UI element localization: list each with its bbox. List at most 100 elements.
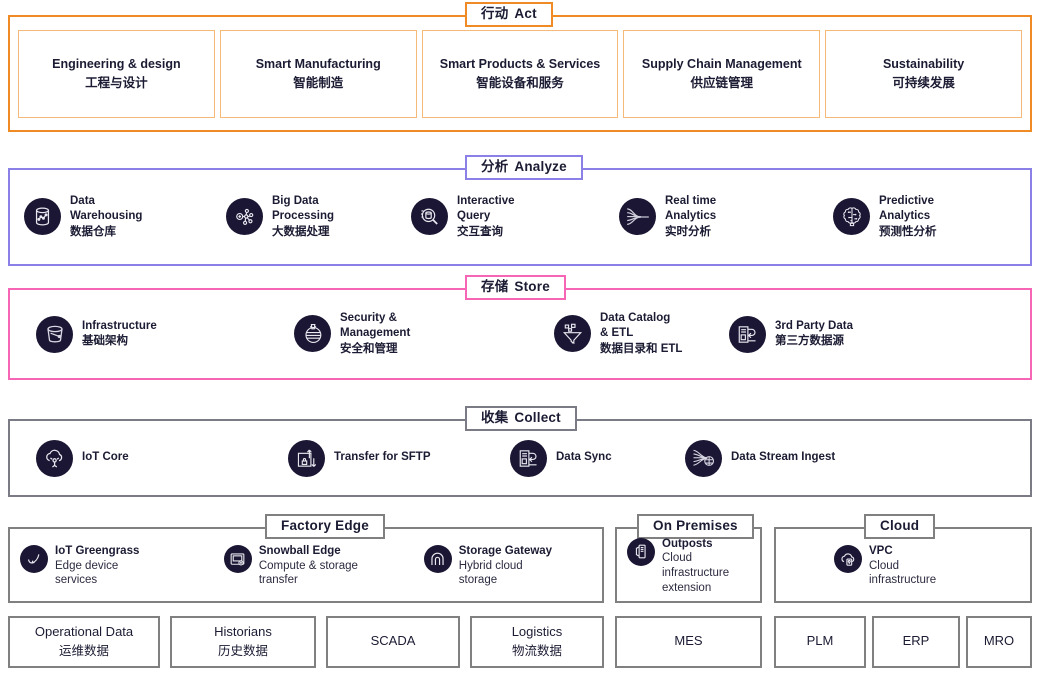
transfer-sftp-icon bbox=[288, 439, 325, 477]
factory-edge-item-list: IoT Greengrass Edge device services Snow… bbox=[10, 529, 602, 601]
iot-core-icon bbox=[36, 439, 73, 477]
real-time-analytics-icon bbox=[619, 198, 656, 236]
source-box-scada[interactable]: SCADA bbox=[326, 616, 460, 668]
source-box-cn: 历史数据 bbox=[217, 644, 268, 659]
source-box-historians[interactable]: Historians 历史数据 bbox=[170, 616, 316, 668]
service-cn: 大数据处理 bbox=[272, 225, 330, 238]
service-third-party-data[interactable]: 3rd Party Data 第三方数据源 bbox=[729, 315, 853, 353]
zone-item-title: Snowball Edge bbox=[258, 545, 341, 558]
analyze-label-cn: 分析 bbox=[481, 159, 509, 174]
service-label: Data Catalog & ETL 数据目录和 ETL bbox=[600, 311, 682, 357]
source-box-en: Logistics bbox=[511, 624, 563, 640]
zone-item-vpc[interactable]: VPC Cloud infrastructure bbox=[834, 542, 936, 588]
collect-service-list: IoT Core Transfer for SFTP bbox=[10, 421, 1030, 495]
act-card[interactable]: Supply Chain Management 供应链管理 bbox=[623, 29, 821, 118]
act-card-en: Smart Products & Services bbox=[439, 56, 601, 71]
source-box-plm[interactable]: PLM bbox=[774, 616, 866, 668]
service-data-catalog-etl[interactable]: Data Catalog & ETL 数据目录和 ETL bbox=[554, 311, 729, 357]
act-card[interactable]: Smart Products & Services 智能设备和服务 bbox=[421, 29, 619, 118]
zone-item-outposts[interactable]: Outposts Cloud infrastructure extension bbox=[627, 535, 729, 595]
data-stream-ingest-icon bbox=[685, 439, 722, 477]
zone-item-desc-line2: infrastructure bbox=[662, 567, 730, 579]
service-label: IoT Core bbox=[82, 450, 129, 465]
store-label-en: Store bbox=[514, 279, 550, 294]
zone-item-text: IoT Greengrass Edge device services bbox=[55, 544, 139, 588]
data-catalog-etl-icon bbox=[554, 315, 591, 353]
zone-item-text: Outposts Cloud infrastructure extension bbox=[662, 537, 729, 595]
service-real-time-analytics[interactable]: Real time Analytics 实时分析 bbox=[619, 194, 833, 240]
service-security-management[interactable]: Security & Management 安全和管理 bbox=[294, 311, 554, 357]
act-label-cn: 行动 bbox=[481, 6, 509, 21]
service-en-line1: 3rd Party Data bbox=[775, 319, 853, 332]
source-box-en: MES bbox=[674, 632, 703, 648]
service-cn: 第三方数据源 bbox=[775, 335, 844, 347]
collect-label-cn: 收集 bbox=[481, 410, 509, 425]
service-infrastructure[interactable]: Infrastructure 基础架构 bbox=[36, 315, 294, 353]
act-card[interactable]: Smart Manufacturing 智能制造 bbox=[219, 29, 417, 118]
big-data-processing-icon bbox=[226, 198, 263, 236]
service-iot-core[interactable]: IoT Core bbox=[36, 439, 288, 477]
service-label: Data Sync bbox=[556, 450, 612, 465]
service-data-warehousing[interactable]: Data Warehousing 数据仓库 bbox=[24, 194, 226, 240]
act-card[interactable]: Sustainability 可持续发展 bbox=[825, 29, 1022, 118]
data-sync-icon bbox=[510, 439, 547, 477]
source-box-en: PLM bbox=[806, 632, 834, 648]
zone-item-desc-line2: infrastructure bbox=[869, 574, 937, 587]
zone-on-premises: On Premises Outposts Cloud infrastructur… bbox=[615, 514, 762, 603]
outposts-icon bbox=[627, 537, 655, 566]
source-box-mro[interactable]: MRO bbox=[966, 616, 1032, 668]
iot-greengrass-icon bbox=[20, 545, 48, 574]
source-box-erp[interactable]: ERP bbox=[872, 616, 960, 668]
analyze-label-en: Analyze bbox=[514, 159, 567, 174]
source-box-logistics[interactable]: Logistics 物流数据 bbox=[470, 616, 604, 668]
zone-item-storage-gateway[interactable]: Storage Gateway Hybrid cloud storage bbox=[423, 542, 592, 588]
act-card-cn: 供应链管理 bbox=[690, 76, 754, 90]
analyze-service-list: Data Warehousing 数据仓库 Big Data Processin… bbox=[10, 170, 1030, 264]
zone-item-iot-greengrass[interactable]: IoT Greengrass Edge device services bbox=[20, 542, 224, 588]
service-en-line2: Analytics bbox=[879, 210, 931, 223]
act-card[interactable]: Engineering & design 工程与设计 bbox=[18, 29, 215, 118]
zone-factory-edge: Factory Edge IoT Greengrass Edge device … bbox=[8, 514, 604, 603]
service-en-line1: Data bbox=[70, 195, 95, 208]
act-card-en: Sustainability bbox=[882, 56, 965, 71]
service-interactive-query[interactable]: Interactive Query 交互查询 bbox=[411, 194, 619, 240]
act-card-en: Engineering & design bbox=[52, 56, 181, 71]
source-box-cn: 运维数据 bbox=[58, 644, 109, 659]
source-box-en: ERP bbox=[902, 632, 930, 648]
analyze-layer: 分析 Analyze Data Warehousing 数据仓库 bbox=[8, 155, 1032, 266]
source-box-mes[interactable]: MES bbox=[615, 616, 762, 668]
bucket-icon bbox=[36, 315, 73, 353]
source-box-en: Historians bbox=[214, 624, 272, 640]
service-cn: 预测性分析 bbox=[879, 225, 937, 238]
zone-cloud: Cloud VPC Cloud infrastructure bbox=[774, 514, 1032, 603]
service-data-stream-ingest[interactable]: Data Stream Ingest bbox=[685, 439, 835, 477]
service-big-data-processing[interactable]: Big Data Processing 大数据处理 bbox=[226, 194, 411, 240]
zone-item-text: Snowball Edge Compute & storage transfer bbox=[259, 544, 358, 588]
service-en-line1: Real time bbox=[665, 195, 717, 208]
source-box-operational-data[interactable]: Operational Data 运维数据 bbox=[8, 616, 160, 668]
service-en-line2: Management bbox=[340, 327, 411, 340]
service-label: Transfer for SFTP bbox=[334, 450, 431, 465]
service-data-sync[interactable]: Data Sync bbox=[510, 439, 685, 477]
service-en-line2: Warehousing bbox=[70, 210, 143, 223]
service-label: Real time Analytics 实时分析 bbox=[665, 194, 716, 240]
service-label: Data Warehousing 数据仓库 bbox=[70, 194, 142, 240]
service-label: Data Stream Ingest bbox=[731, 450, 835, 465]
snowball-edge-icon bbox=[223, 545, 252, 574]
act-card-cn: 智能设备和服务 bbox=[476, 76, 564, 90]
act-card-cn: 可持续发展 bbox=[892, 76, 955, 90]
security-management-icon bbox=[294, 315, 331, 353]
service-en-line2: Query bbox=[457, 210, 491, 223]
store-service-list: Infrastructure 基础架构 Security & Managemen… bbox=[10, 290, 1030, 378]
service-cn: 基础架构 bbox=[82, 335, 128, 347]
service-en-line1: Security & bbox=[340, 312, 397, 325]
storage-gateway-icon bbox=[423, 545, 452, 574]
act-card-cn: 工程与设计 bbox=[85, 76, 148, 90]
service-en-line2: & ETL bbox=[600, 327, 634, 340]
source-box-en: SCADA bbox=[370, 632, 416, 648]
service-transfer-for-sftp[interactable]: Transfer for SFTP bbox=[288, 439, 510, 477]
store-label-cn: 存储 bbox=[481, 279, 509, 294]
service-predictive-analytics[interactable]: Predictive Analytics 预测性分析 bbox=[833, 194, 937, 240]
zone-item-snowball-edge[interactable]: Snowball Edge Compute & storage transfer bbox=[223, 542, 424, 588]
